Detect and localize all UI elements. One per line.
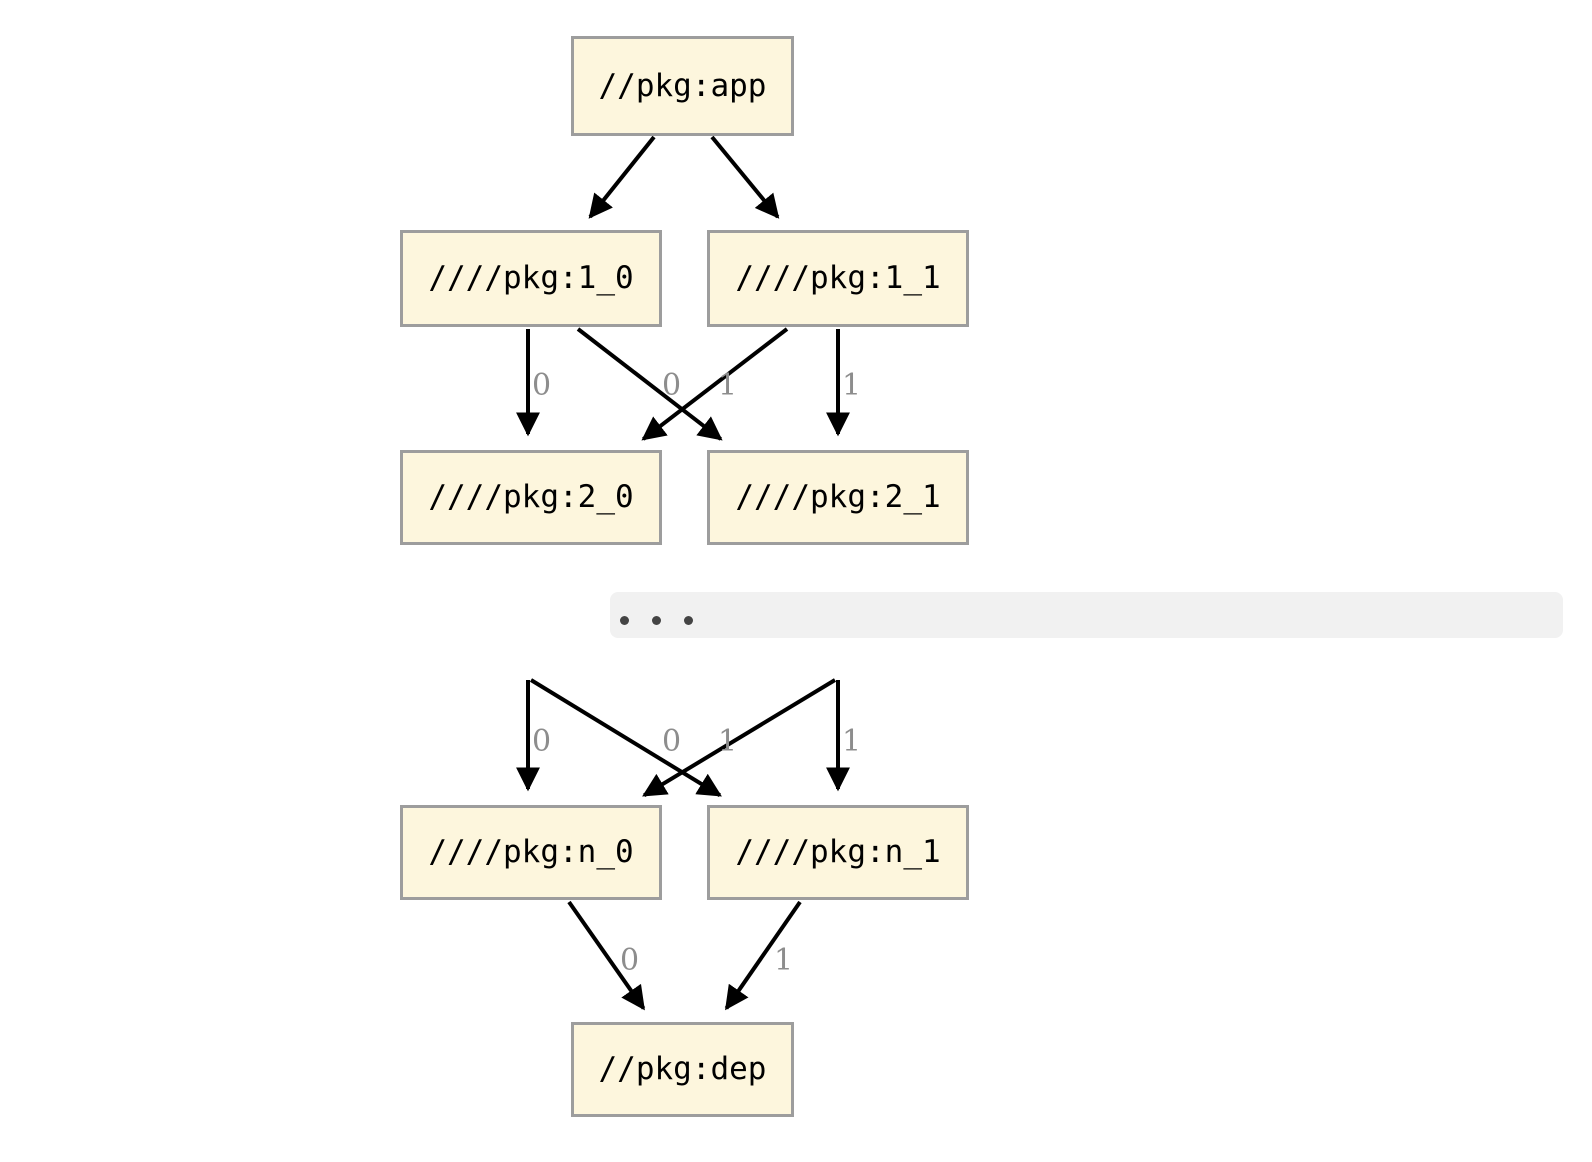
edge-label-hidden2-to-n_0: 1 bbox=[718, 724, 738, 759]
edge-1_0-to-2_1 bbox=[576, 327, 723, 441]
edge-hidden-to-n_1 bbox=[529, 678, 722, 797]
ellipsis-dot bbox=[684, 616, 693, 625]
edge-label-hidden2-to-n_1: 1 bbox=[842, 724, 862, 759]
node-n2_0[interactable]: ////pkg:2_0 bbox=[400, 450, 662, 545]
edge-app-to-1_0 bbox=[588, 135, 656, 219]
edge-label-1_1-to-2_0: 1 bbox=[718, 368, 738, 403]
edge-label-1_1-to-2_1: 1 bbox=[842, 368, 862, 403]
edge-label-n_0-to-dep: 0 bbox=[620, 943, 640, 978]
ellipsis-dot bbox=[620, 616, 629, 625]
node-n1_0[interactable]: ////pkg:1_0 bbox=[400, 230, 662, 327]
edge-label-1_0-to-2_0: 0 bbox=[532, 368, 552, 403]
edge-app-to-1_1 bbox=[710, 135, 780, 219]
edge-n_0-to-dep bbox=[567, 900, 646, 1011]
edge-label-hidden-to-n_1: 0 bbox=[662, 724, 682, 759]
edge-n_1-to-dep bbox=[724, 900, 802, 1011]
node-n1_1[interactable]: ////pkg:1_1 bbox=[707, 230, 969, 327]
edge-1_1-to-2_0 bbox=[641, 327, 789, 441]
node-label: //pkg:app bbox=[598, 67, 767, 104]
edge-hidden2-to-n_0 bbox=[642, 678, 837, 797]
node-nn_0[interactable]: ////pkg:n_0 bbox=[400, 805, 662, 900]
node-dep[interactable]: //pkg:dep bbox=[571, 1022, 794, 1117]
edge-label-hidden-to-n_0: 0 bbox=[532, 724, 552, 759]
ellipsis-dots bbox=[620, 616, 716, 625]
edge-label-1_0-to-2_1: 0 bbox=[662, 368, 682, 403]
edge-layer bbox=[516, 135, 850, 1011]
ellipsis-separator-band bbox=[610, 592, 1563, 638]
node-label: //pkg:dep bbox=[598, 1051, 767, 1087]
node-label: ////pkg:n_0 bbox=[428, 834, 634, 870]
node-nn_1[interactable]: ////pkg:n_1 bbox=[707, 805, 969, 900]
ellipsis-dot bbox=[652, 616, 661, 625]
node-app[interactable]: //pkg:app bbox=[571, 36, 794, 136]
node-label: ////pkg:2_0 bbox=[428, 479, 634, 515]
edge-label-n_1-to-dep: 1 bbox=[774, 943, 794, 978]
node-label: ////pkg:n_1 bbox=[735, 834, 941, 870]
node-label: ////pkg:1_1 bbox=[735, 260, 941, 296]
node-n2_1[interactable]: ////pkg:2_1 bbox=[707, 450, 969, 545]
node-label: ////pkg:1_0 bbox=[428, 260, 634, 296]
node-label: ////pkg:2_1 bbox=[735, 479, 941, 515]
